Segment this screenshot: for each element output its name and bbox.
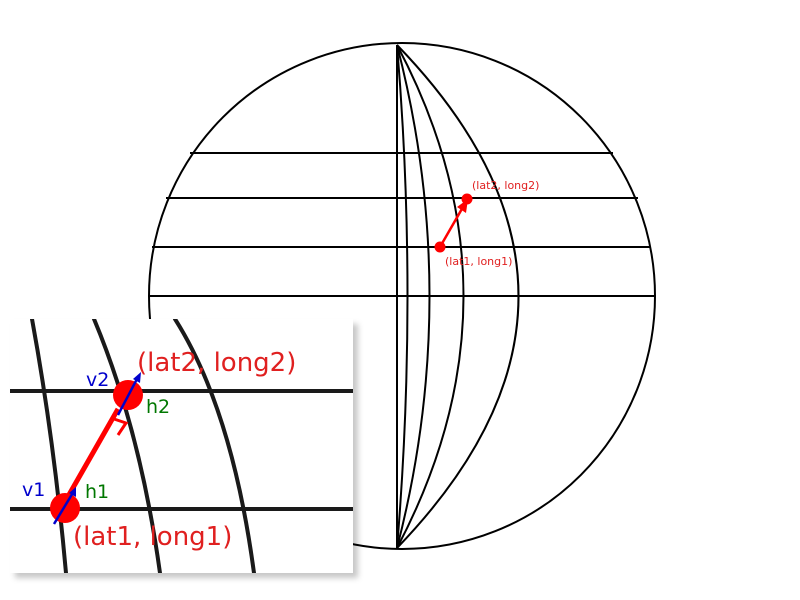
point-2-label: (lat2, long2) bbox=[472, 179, 539, 192]
movement-arrow bbox=[438, 206, 465, 248]
point-1-label: (lat1, long1) bbox=[445, 255, 512, 268]
inset-v2-arrow bbox=[116, 376, 140, 416]
point-2 bbox=[461, 193, 473, 205]
inset-h1-label: h1 bbox=[85, 481, 109, 503]
inset-v2-arrow-head bbox=[133, 372, 141, 383]
meridian-2 bbox=[396, 44, 431, 549]
inset-movement-arrow bbox=[59, 407, 121, 509]
point-1 bbox=[434, 241, 446, 253]
inset-v2-label: v2 bbox=[86, 369, 109, 391]
inset-v1-arrow bbox=[52, 490, 76, 525]
inset-meridian-2 bbox=[92, 319, 162, 573]
zoom-inset: v1 h1 v2 h2 (lat2, long2) (lat1, long1) bbox=[10, 319, 353, 573]
meridian-4 bbox=[396, 44, 520, 549]
inset-meridian-3 bbox=[173, 319, 256, 573]
inset-arrow-head bbox=[113, 417, 129, 436]
globe-outline bbox=[148, 42, 656, 550]
inset-h2-label: h2 bbox=[146, 396, 170, 418]
meridian-3 bbox=[396, 44, 465, 549]
inset-meridian-1 bbox=[30, 319, 68, 573]
inset-point-1-label: (lat1, long1) bbox=[73, 522, 232, 552]
inset-v1-arrow-head bbox=[69, 487, 76, 497]
meridian-1 bbox=[396, 44, 409, 549]
inset-v1-label: v1 bbox=[22, 479, 45, 501]
inset-point-2-label: (lat2, long2) bbox=[137, 348, 296, 378]
